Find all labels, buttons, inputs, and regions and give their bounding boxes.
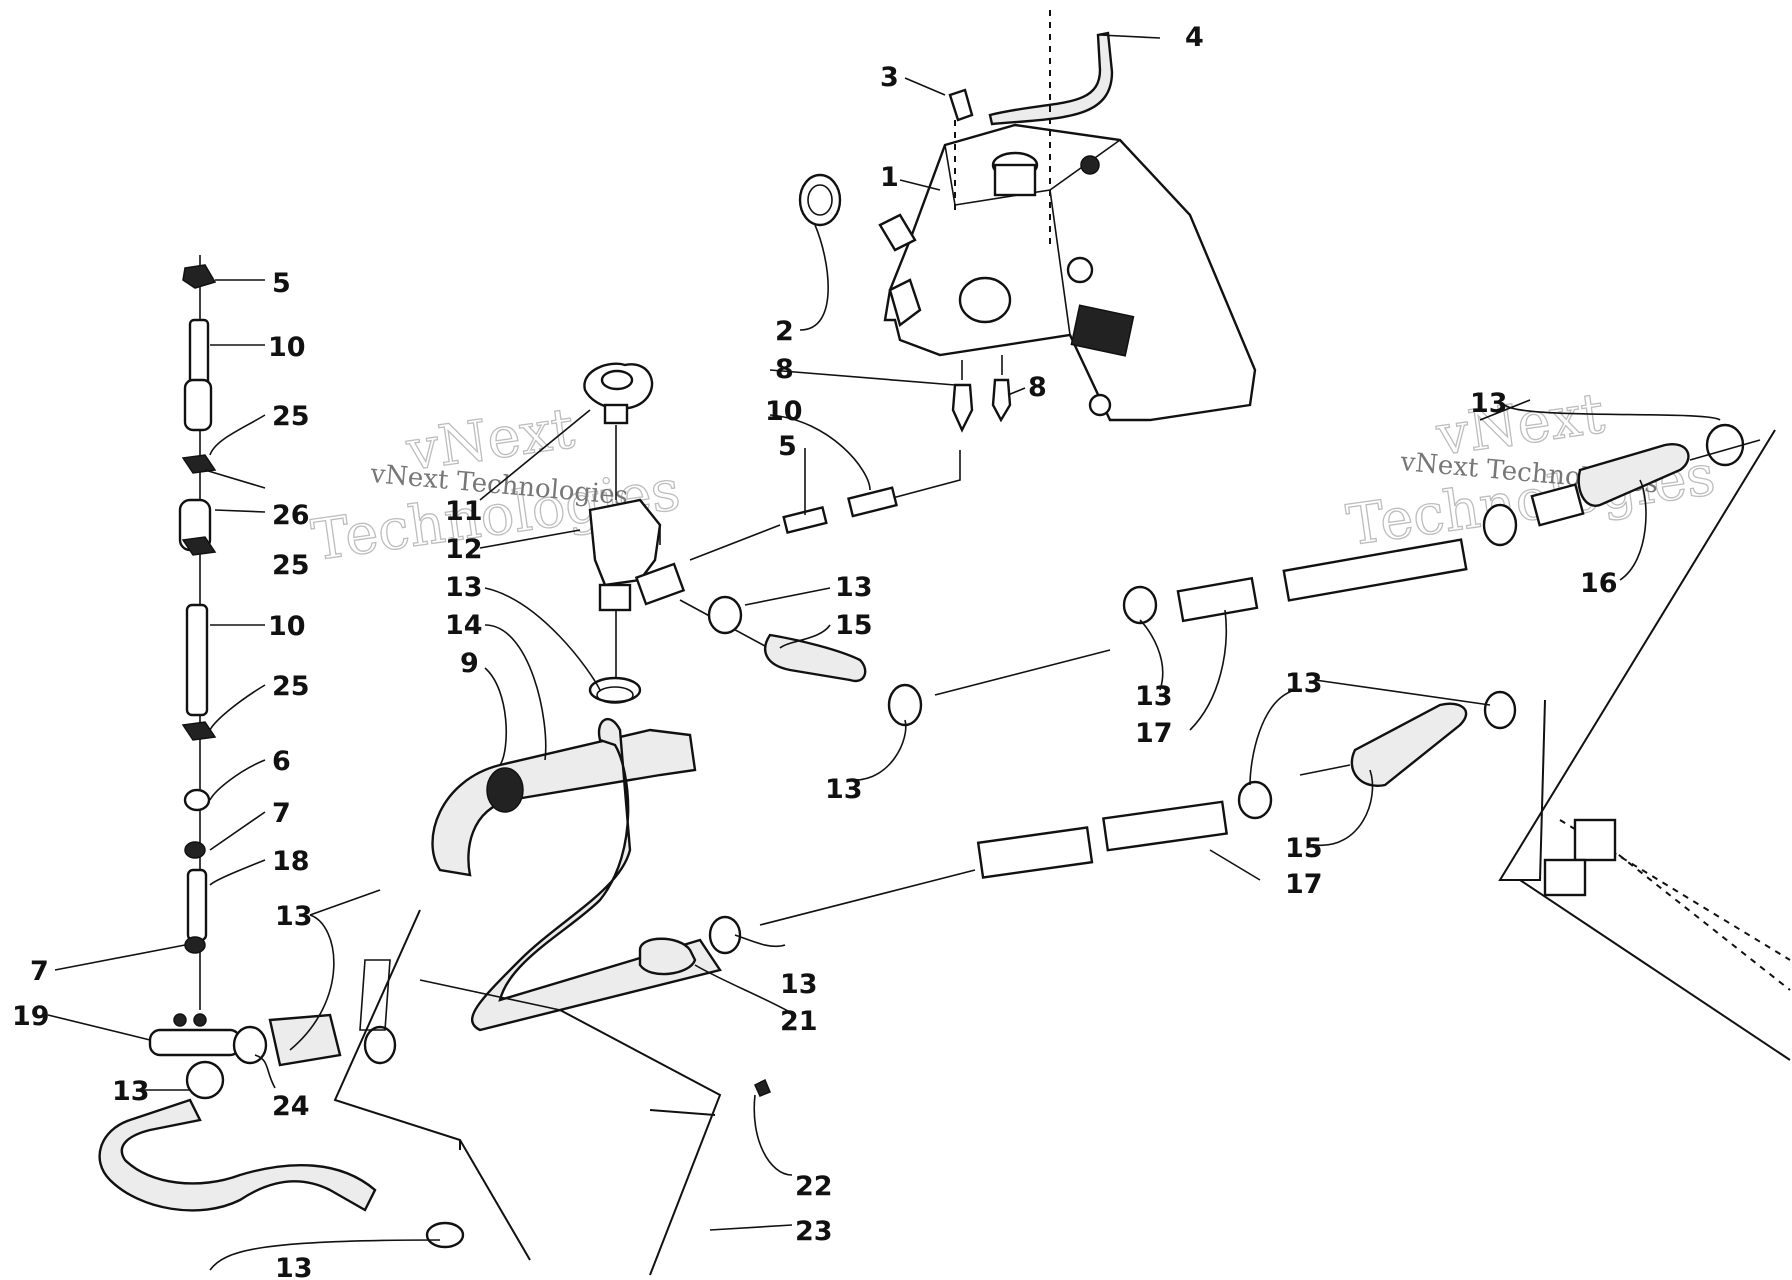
callout-19: 19 — [12, 1001, 50, 1032]
callout-8-left: 8 — [775, 354, 794, 385]
callout-17-lower: 17 — [1285, 869, 1323, 900]
callout-13-lower-right: 13 — [1285, 668, 1323, 699]
upper-coolant-line — [679, 423, 1761, 727]
callout-25-mid: 25 — [272, 550, 310, 581]
callout-24: 24 — [272, 1091, 310, 1122]
radiator-core — [333, 909, 771, 1276]
callout-8-right: 8 — [1028, 372, 1047, 403]
coolant-reservoir — [883, 123, 1257, 422]
lower-left-hoses — [98, 1013, 465, 1249]
callout-3: 3 — [880, 62, 899, 93]
lower-coolant-line — [638, 690, 1517, 976]
callout-10-stack-bottom: 10 — [268, 611, 306, 642]
callout-10-stack-top: 10 — [268, 332, 306, 363]
bleed-line-stack — [148, 255, 242, 1057]
callout-22: 22 — [795, 1171, 833, 1202]
callout-7-upper: 7 — [272, 798, 291, 829]
radiator-cap-and-neck — [583, 362, 686, 690]
callout-13-right: 13 — [1470, 388, 1508, 419]
callout-14: 14 — [445, 610, 483, 641]
callout-labels: 4 3 1 2 8 8 10 5 11 12 13 14 9 13 15 13 … — [12, 22, 1618, 1280]
callout-10-overflow: 10 — [765, 396, 803, 427]
callout-16: 16 — [1580, 568, 1618, 599]
callout-4: 4 — [1185, 22, 1204, 53]
callout-5-stack: 5 — [272, 268, 291, 299]
callout-18: 18 — [272, 846, 310, 877]
heat-exchanger-frame — [1498, 429, 1791, 1061]
callout-2: 2 — [775, 316, 794, 347]
callout-23: 23 — [795, 1216, 833, 1247]
callout-25-top: 25 — [272, 401, 310, 432]
reservoir-nipples — [951, 355, 1012, 433]
leader-lines — [47, 34, 1721, 1271]
callout-7-lower: 7 — [30, 956, 49, 987]
callout-13-neck: 13 — [445, 572, 483, 603]
callout-13-lower: 13 — [780, 969, 818, 1000]
callout-13-bottom-left: 13 — [112, 1076, 150, 1107]
callout-5-overflow: 5 — [778, 431, 797, 462]
callout-13-center: 13 — [1135, 681, 1173, 712]
callout-12: 12 — [445, 534, 483, 565]
callout-13-left: 13 — [275, 901, 313, 932]
callout-17-upper: 17 — [1135, 718, 1173, 749]
callout-25-bottom: 25 — [272, 671, 310, 702]
reservoir-cap — [798, 173, 917, 252]
callout-13-bottom: 13 — [275, 1253, 313, 1280]
callout-26: 26 — [272, 500, 310, 531]
callout-1: 1 — [880, 162, 899, 193]
callout-11: 11 — [445, 496, 483, 527]
vent-fitting-and-hose — [948, 10, 1114, 250]
callout-13-mid: 13 — [825, 774, 863, 805]
callout-9: 9 — [460, 648, 479, 679]
overflow-line — [689, 450, 961, 561]
callout-21: 21 — [780, 1006, 818, 1037]
callout-6: 6 — [272, 746, 291, 777]
upper-hose — [431, 676, 722, 1032]
callout-15-upper: 15 — [835, 610, 873, 641]
callout-13-upper: 13 — [835, 572, 873, 603]
callout-15-lower: 15 — [1285, 833, 1323, 864]
